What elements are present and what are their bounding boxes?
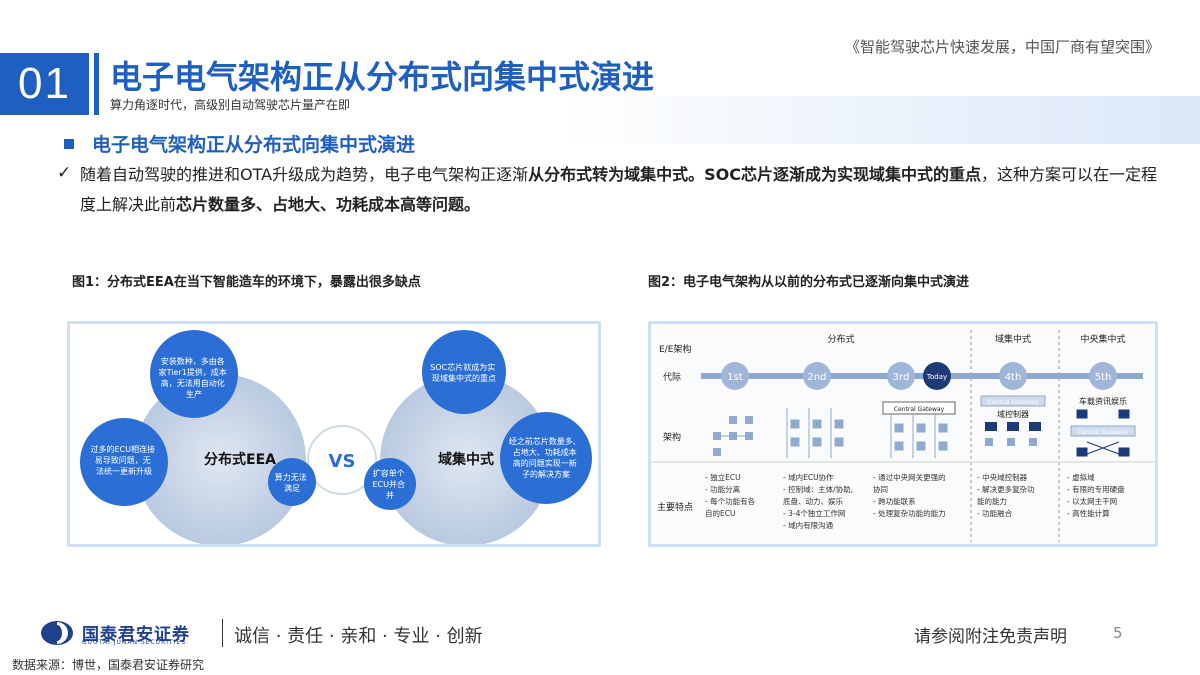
row-label-features: 主要特点 (657, 501, 693, 513)
gateway-box-3rd (882, 401, 956, 415)
arch-4th (985, 422, 1041, 446)
bubble-top-left (150, 330, 238, 418)
phase-central: 中央集中式 (1080, 333, 1125, 345)
body-bold-2: 芯片数量多、占地大、功耗成本高等问题。 (176, 195, 481, 214)
gen-5th (1089, 362, 1117, 390)
gen-today (923, 362, 951, 390)
row-label-generation: 代际 (663, 372, 681, 383)
company-name: 国泰君安证券 (82, 625, 190, 645)
company-slogan: 诚信 · 责任 · 亲和 · 专业 · 创新 (234, 626, 483, 647)
vs-circle (307, 425, 377, 495)
phase-domain: 域集中式 (995, 333, 1031, 345)
bubble-bottom-right-text: 经之前芯片数量多、 占地大、功耗成本 高的问题实现一新 子的解决方案 (509, 436, 584, 479)
gen-1st (721, 362, 749, 390)
gen-3rd-label: 3rd (893, 372, 910, 383)
page-subtitle: 算力角逐时代，高级别自动驾驶芯片量产在即 (110, 98, 351, 112)
bubble-top-right-text: SOC芯片就成为实 现域集中式的重点 (430, 362, 498, 383)
company-name-en: GUOTAI JUNAN SECURITIES (82, 639, 187, 646)
body-bold-1: 从分布式转为域集中式。SOC芯片逐渐成为实现域集中式的重点 (528, 165, 981, 184)
features-1st: - 独立ECU - 功能分离 - 每个功能有各 自的ECU (705, 472, 757, 518)
body-paragraph: 随着自动驾驶的推进和OTA升级成为趋势，电子电气架构正逐渐从分布式转为域集中式。… (80, 160, 1160, 220)
figure1-caption: 图1：分布式EEA在当下智能造车的环境下，暴露出很多缺点 (72, 275, 421, 290)
bubble-bottom-left (80, 418, 168, 506)
gen-4th (999, 362, 1027, 390)
page-title: 电子电气架构正从分布式向集中式演进 (110, 58, 655, 96)
domain-controller-label: 域控制器 (997, 409, 1029, 419)
distributed-circle (134, 374, 306, 544)
gateway-label-5th: Central Gateway (1078, 429, 1129, 436)
centralized-circle (380, 374, 552, 544)
gateway-label-4th: Central Gateway (988, 399, 1039, 406)
check-icon: ✓ (57, 163, 72, 183)
gen-2nd-label: 2nd (807, 372, 826, 383)
features-3rd: - 通过中央网关更强的 协同 - 跨功能联系 - 处理复杂功能的能力 (873, 472, 948, 518)
gen-5th-label: 5th (1095, 372, 1112, 383)
report-title: 《智能驾驶芯片快速发展，中国厂商有望突围》 (844, 38, 1160, 56)
gateway-box-4th (980, 395, 1046, 407)
gen-2nd (803, 362, 831, 390)
row-label-architecture: 架构 (663, 431, 681, 443)
page-number: 5 (1113, 624, 1123, 642)
features-2nd: - 域内ECU协作 - 控制域：主体/协助, 底盘、动力、娱乐 - 3-4个独立… (783, 472, 855, 530)
header-decoration (560, 96, 1200, 144)
gateway-label-3rd: Central Gateway (894, 406, 945, 413)
bubble-expand-text: 扩容单个 ECU并合 并 (372, 468, 407, 500)
row-label-ee: E/E架构 (659, 343, 691, 355)
arch-5th (1076, 409, 1130, 457)
features-5th: - 虚拟域 - 有限的专用硬盘 - 以太网主干网 - 高性能计算 (1067, 472, 1127, 518)
bubble-top-right (422, 330, 506, 414)
square-bullet-icon (64, 139, 74, 149)
data-source: 数据来源：博世，国泰君安证券研究 (12, 658, 205, 672)
figure1-diagram: VS 分布式EEA 域集中式 安装数种，多由各 家Tier1提供，成本 高，无法… (80, 330, 592, 544)
figure1-panel: VS 分布式EEA 域集中式 安装数种，多由各 家Tier1提供，成本 高，无法… (67, 321, 601, 547)
disclaimer-link[interactable]: 请参阅附注免责声明 (914, 627, 1067, 647)
figure2-diagram: E/E架构 代际 架构 主要特点 分布式 域集中式 中央集中式 1st 2nd … (651, 330, 1155, 542)
figure2-panel: E/E架构 代际 架构 主要特点 分布式 域集中式 中央集中式 1st 2nd … (648, 321, 1158, 547)
footer-divider (222, 619, 223, 647)
gen-1st-label: 1st (727, 372, 743, 383)
bubble-compute-text: 算力无法 满足 (275, 472, 310, 493)
figure2-caption: 图2：电子电气架构从以前的分布式已逐渐向集中式演进 (648, 275, 970, 290)
body-text-2: ，这种方案可以在一定程度上解决此前 (80, 165, 1157, 214)
section-heading: 电子电气架构正从分布式向集中式演进 (92, 134, 416, 156)
title-accent-bar (94, 53, 99, 115)
company-logo-icon (41, 621, 73, 645)
arch-3rd (890, 414, 948, 458)
gen-today-label: Today (926, 373, 947, 381)
centralized-label: 域集中式 (438, 451, 494, 468)
gen-3rd (887, 362, 915, 390)
distributed-label: 分布式EEA (204, 451, 276, 468)
phase-distributed: 分布式 (827, 333, 854, 345)
bubble-bottom-right (500, 412, 592, 504)
infotainment-label: 车载资讯娱乐 (1079, 396, 1127, 406)
vs-label: VS (329, 451, 356, 472)
section-number: 01 (0, 53, 89, 115)
arch-1st (713, 416, 753, 456)
gateway-box-5th (1070, 425, 1136, 437)
body-text-1: 随着自动驾驶的推进和OTA升级成为趋势，电子电气架构正逐渐 (80, 165, 529, 184)
bubble-bottom-left-text: 过多的ECU相连接 易导致问题，无 法统一更新升级 (90, 444, 157, 476)
gen-4th-label: 4th (1005, 372, 1022, 383)
bubble-top-left-text: 安装数种，多由各 家Tier1提供，成本 高，无法用自动化 生产 (159, 356, 230, 399)
features-4th: - 中央域控制器 - 解决更多复杂功 能的能力 - 功能融合 (977, 472, 1037, 518)
arch-2nd (786, 408, 844, 458)
bubble-compute (268, 458, 316, 506)
bubble-expand (364, 458, 416, 510)
